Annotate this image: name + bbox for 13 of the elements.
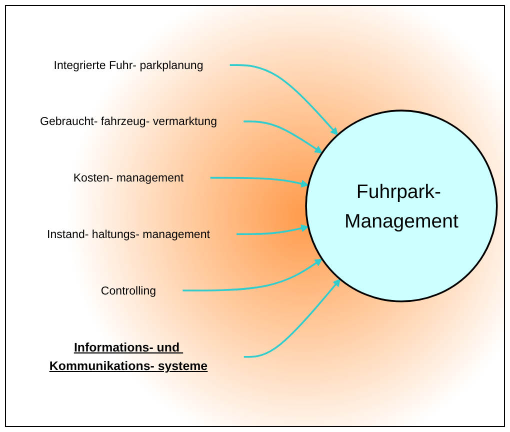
node-text: Gebraucht- fahrzeug- vermarktung [40, 114, 218, 128]
node-text: Controlling [100, 284, 156, 297]
arrow [230, 64, 338, 136]
arrow [244, 120, 322, 154]
node-text: Instand- haltungs- management [47, 227, 210, 241]
node-circle: Fuhrpark- Management [305, 110, 498, 302]
arrow [244, 278, 341, 358]
arrow [236, 224, 309, 236]
node-text: Integrierte Fuhr- parkplanung [54, 58, 204, 72]
arrow [182, 258, 322, 292]
node-text: Informations- und Kommunikations- systeme [49, 340, 208, 373]
node-text: Kosten- management [73, 170, 184, 184]
arrow [210, 176, 309, 188]
